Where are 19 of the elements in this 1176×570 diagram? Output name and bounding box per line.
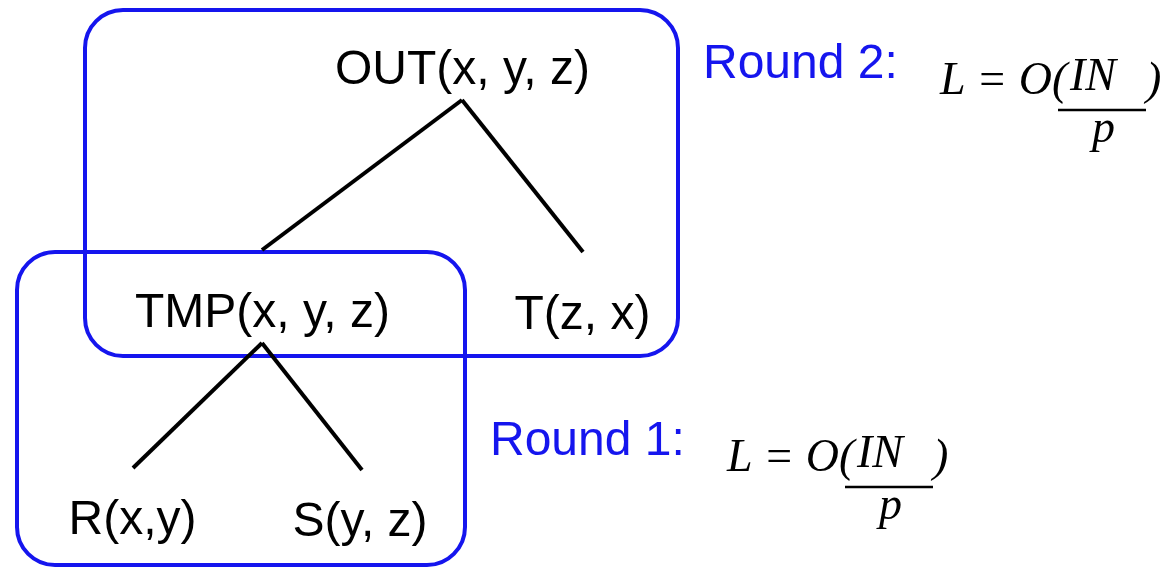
formula-text: ) bbox=[1146, 56, 1162, 102]
tree-edge bbox=[460, 98, 585, 254]
round-box bbox=[15, 250, 467, 567]
relation-label: R(x,y) bbox=[50, 468, 215, 550]
fraction-numerator: IN bbox=[1070, 52, 1116, 98]
fraction-numerator: IN bbox=[857, 429, 903, 475]
round-label: Round 2: bbox=[703, 38, 898, 86]
relation-label: S(y, z) bbox=[270, 470, 450, 552]
tree-edge bbox=[260, 98, 464, 252]
round-label: Round 1: bbox=[490, 415, 685, 463]
formula-text: ) bbox=[933, 433, 949, 479]
relation-label: TMP(x, y, z) bbox=[100, 250, 425, 343]
round-box bbox=[83, 8, 680, 358]
formula-text: L = O( bbox=[940, 56, 1068, 102]
tree-edge bbox=[131, 341, 264, 470]
relation-label: T(z, x) bbox=[495, 252, 670, 345]
relation-label: OUT(x, y, z) bbox=[300, 30, 625, 100]
tree-edge bbox=[260, 341, 364, 472]
formula-text: L = O( bbox=[727, 433, 855, 479]
